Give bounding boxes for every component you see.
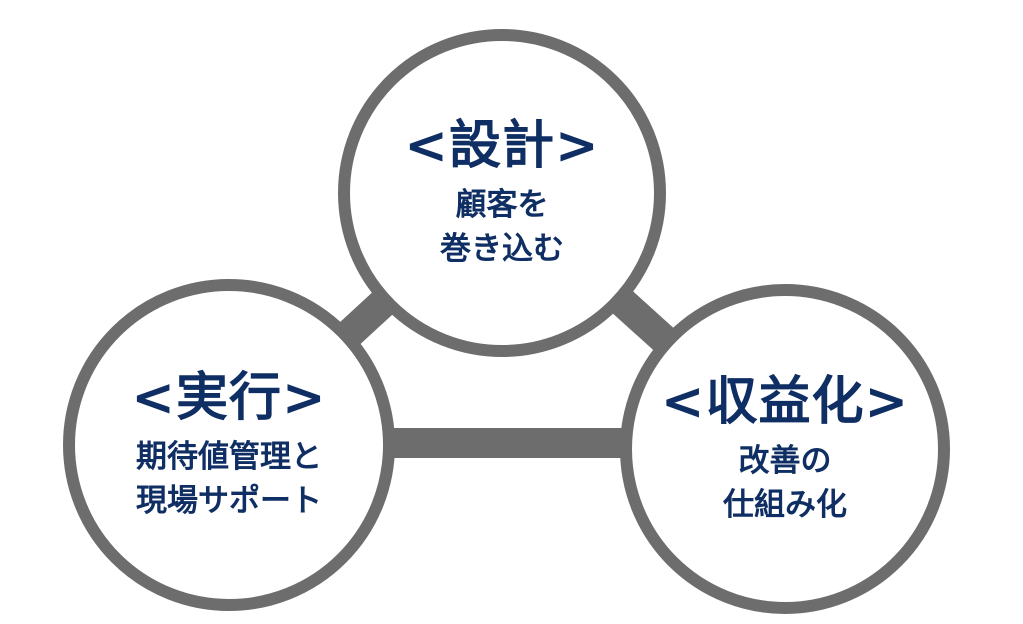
node-monetization-description: 改善の 仕組み化 — [723, 439, 847, 527]
node-design-line-1: 顧客を — [455, 187, 549, 223]
node-monetization-line-1: 改善の — [738, 443, 832, 479]
node-execution-line-1: 期待値管理と — [136, 439, 322, 475]
node-design: <設計> 顧客を 巻き込む — [338, 29, 666, 357]
node-execution-description: 期待値管理と 現場サポート — [136, 435, 322, 523]
node-execution-line-2: 現場サポート — [136, 483, 322, 519]
node-design-line-2: 巻き込む — [440, 231, 564, 267]
node-monetization: <収益化> 改善の 仕組み化 — [620, 284, 950, 614]
node-monetization-line-2: 仕組み化 — [723, 487, 847, 523]
node-execution-title: <実行> — [131, 368, 327, 428]
node-monetization-title: <収益化> — [660, 372, 910, 432]
node-design-title: <設計> — [404, 116, 600, 176]
node-design-description: 顧客を 巻き込む — [440, 183, 564, 271]
node-execution: <実行> 期待値管理と 現場サポート — [63, 279, 395, 611]
